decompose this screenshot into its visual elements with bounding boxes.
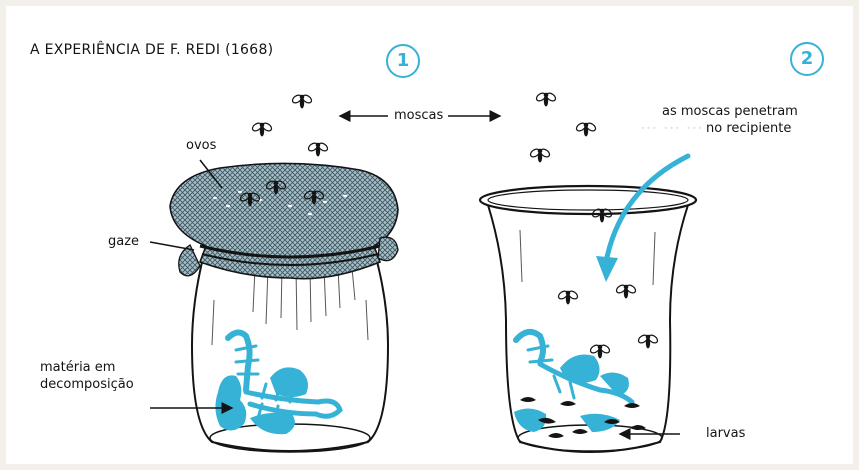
label-penetram-line1: as moscas penetram [662,104,798,120]
label-larvas: larvas [706,426,745,442]
label-materia-line2: decomposição [40,377,134,393]
label-ovos: ovos [186,138,216,154]
open-jar [480,186,696,452]
flies-jar-2 [529,92,659,359]
label-materia-line1: matéria em [40,360,115,376]
label-moscas: moscas [394,108,443,124]
label-penetram-line2: no recipiente [706,121,791,137]
label-gaze: gaze [108,234,139,250]
